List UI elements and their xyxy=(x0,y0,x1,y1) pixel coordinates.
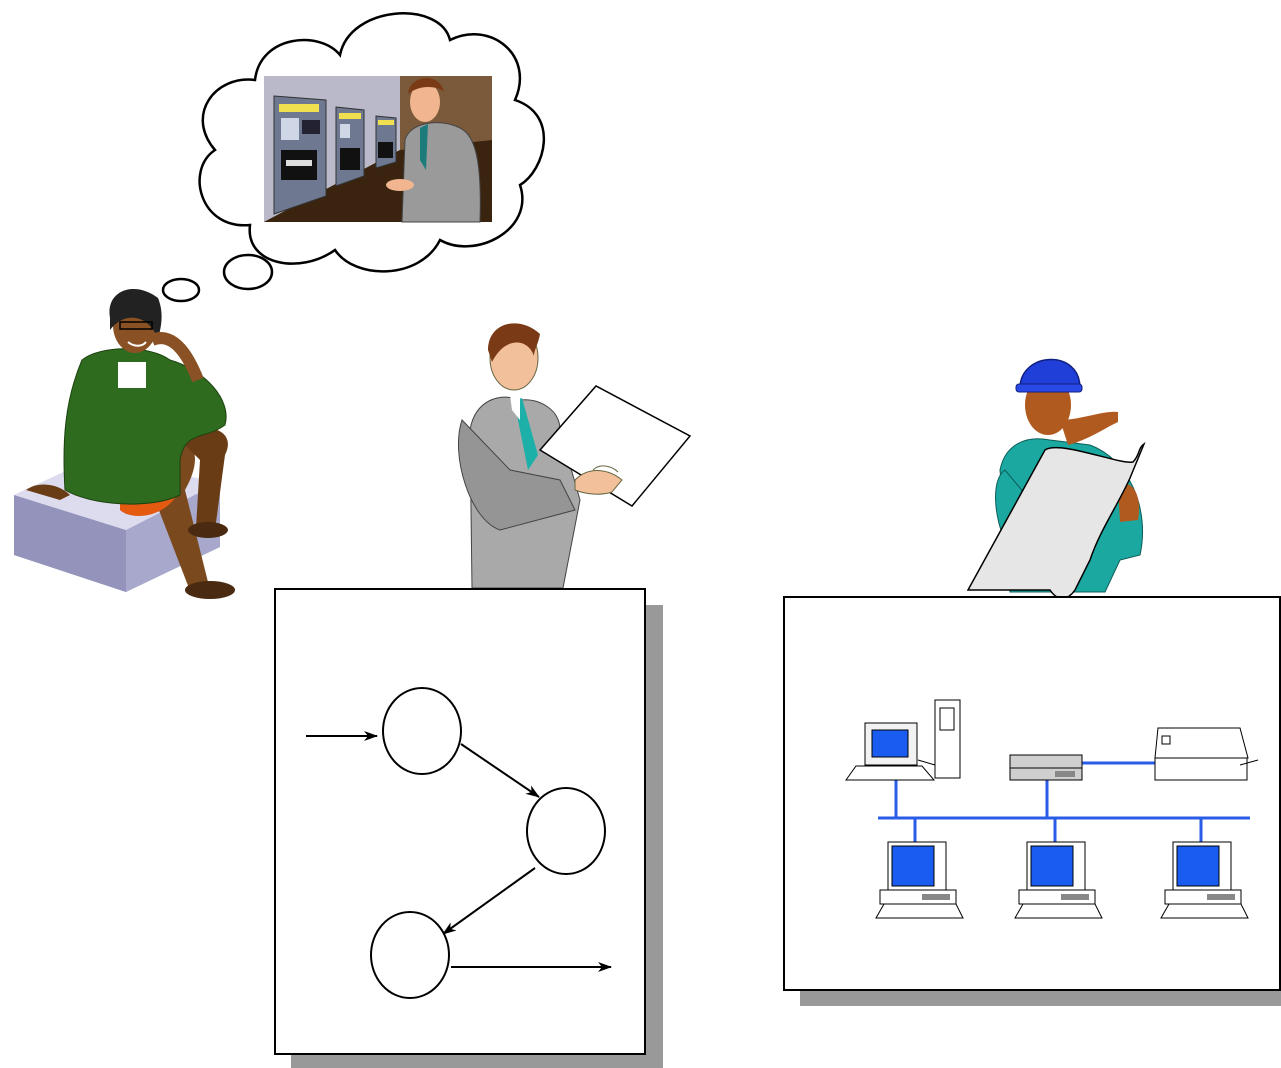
network-diagram-panel xyxy=(783,596,1281,1006)
workstation-icon xyxy=(1160,841,1249,919)
server-computer-icon xyxy=(845,699,961,781)
transition-arrow xyxy=(460,743,540,798)
state-diagram-panel xyxy=(274,588,663,1068)
woman-on-phone-icon xyxy=(14,288,235,599)
atm-machine-icon xyxy=(273,95,327,215)
atm-machine-icon xyxy=(375,115,397,169)
state-node xyxy=(382,687,462,775)
thought-dot-small xyxy=(161,277,201,303)
blueprint-sheet xyxy=(966,442,1146,599)
construction-worker-with-blueprint-icon xyxy=(966,358,1146,599)
thought-dot-large xyxy=(222,253,274,291)
network-hub-icon xyxy=(1009,754,1083,781)
atm-scene-image xyxy=(264,76,492,223)
transition-arrow xyxy=(442,867,536,935)
panel-frame xyxy=(783,596,1281,991)
atm-machine-icon xyxy=(335,106,365,187)
workstation-icon xyxy=(1014,841,1103,919)
man-with-document-icon xyxy=(458,323,692,589)
printer-icon xyxy=(1154,727,1259,781)
businessman-at-atm-icon xyxy=(386,77,481,223)
workstation-icon xyxy=(875,841,964,919)
network-links xyxy=(878,761,1250,842)
thought-bubble xyxy=(161,12,545,303)
state-node xyxy=(526,787,606,875)
state-node xyxy=(370,911,450,999)
